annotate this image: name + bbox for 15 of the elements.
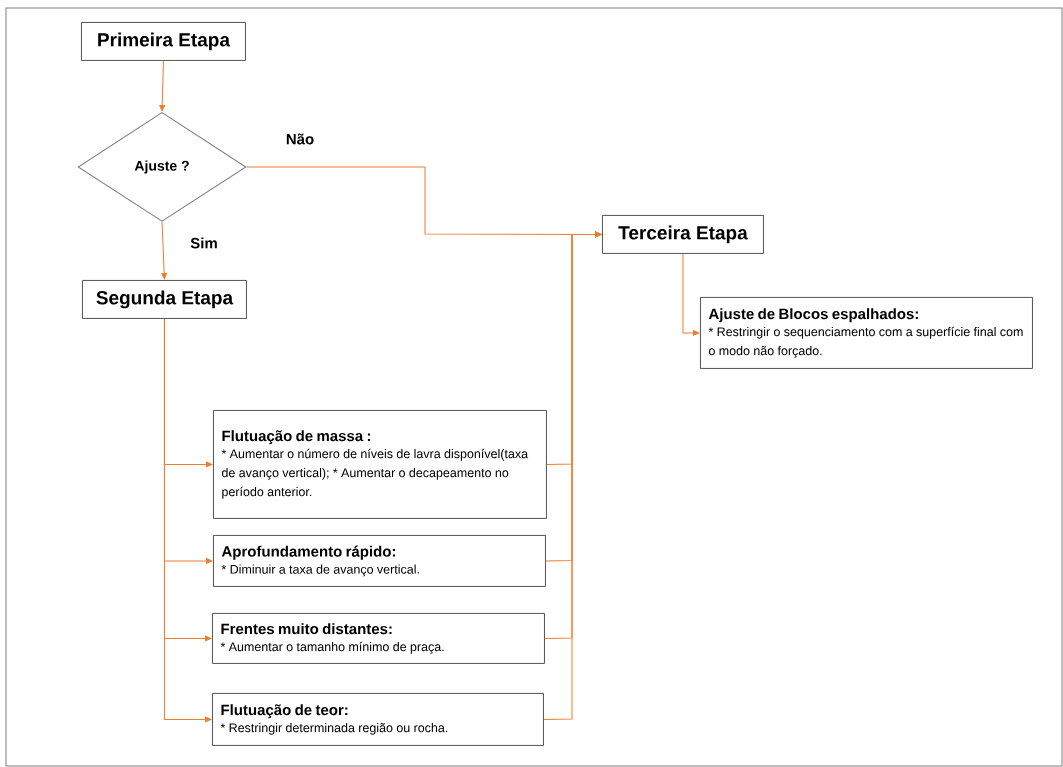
stage-box: Primeira Etapa — [81, 22, 246, 61]
process-box: Ajuste de Blocos espalhados: * Restringir o sequenciamento com a superfície final com o modo não forçado. — [700, 297, 1033, 369]
arrow — [543, 231, 602, 720]
process-box: Frentes muito distantes: * Aumentar o tamanho mínimo de praça. — [212, 613, 545, 664]
arrow — [163, 318, 212, 723]
process-box: Flutuação de massa : * Aumentar o número de níveis de lavra disponível(taxa de avanço vertical); * Aumentar o decapeamento no período anterior. — [213, 410, 547, 519]
process-box: Aprofundamento rápido: * Diminuir a taxa de avanço vertical. — [213, 534, 546, 587]
arrow — [161, 221, 168, 280]
arrow — [159, 60, 166, 112]
edge-label: Sim — [189, 236, 219, 250]
stage-box: Segunda Etapa — [82, 280, 247, 319]
arrow — [682, 253, 700, 336]
edge-label: Não — [284, 132, 316, 146]
stage-box: Terceira Etapa — [602, 215, 764, 254]
process-box: Flutuação de teor: * Restringir determinada região ou rocha. — [212, 693, 544, 746]
